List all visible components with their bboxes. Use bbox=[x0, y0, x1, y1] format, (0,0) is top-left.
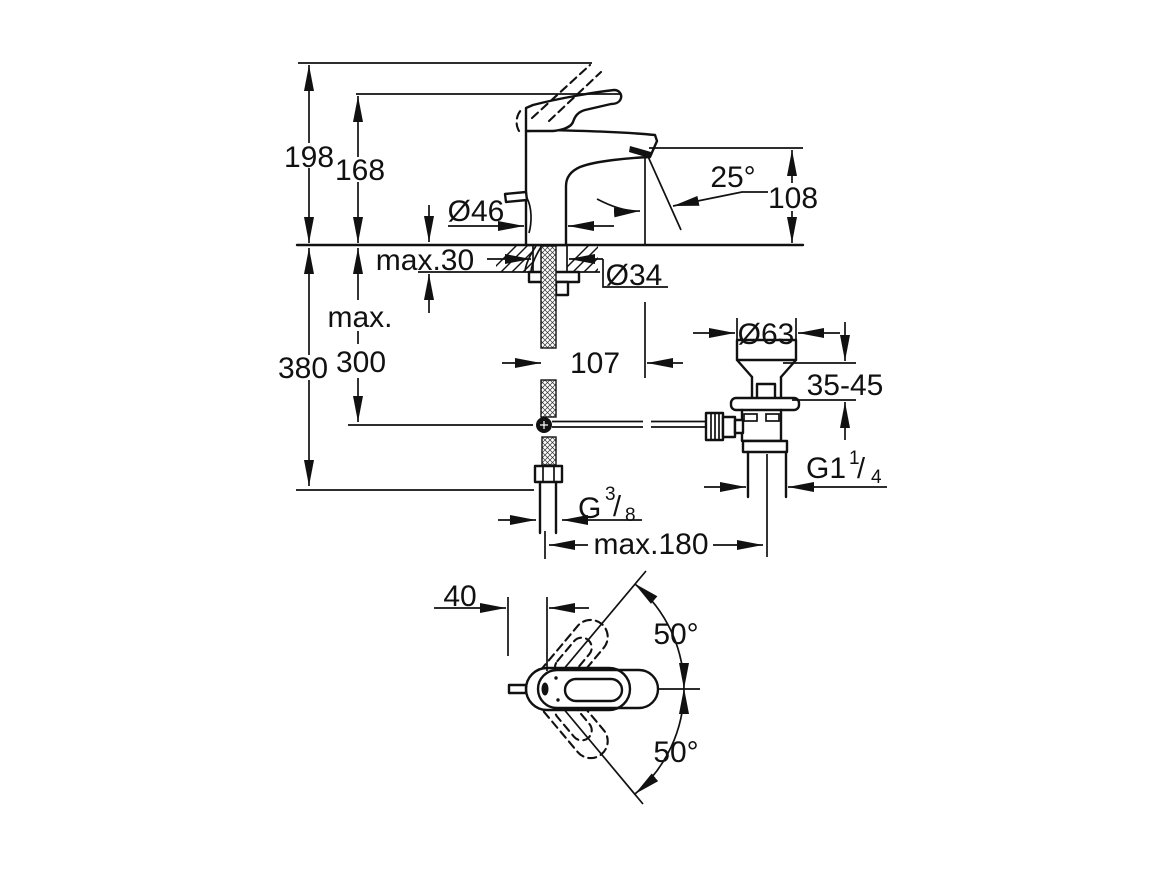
angle-25-label: 25° bbox=[710, 161, 755, 194]
dimension-max-180: max.180 bbox=[544, 528, 763, 561]
g114-slash: / bbox=[857, 453, 866, 485]
dimension-40: 40 bbox=[434, 580, 589, 671]
dimension-g1-quarter: G1 1 / 4 bbox=[704, 448, 887, 492]
pull-rod-knob-plan bbox=[507, 683, 528, 695]
dimension-25-degrees: 25° bbox=[672, 161, 768, 207]
max-word-label: max. bbox=[327, 301, 392, 334]
stream-reference bbox=[596, 151, 682, 244]
dimension-max-30: max.30 bbox=[376, 205, 474, 313]
dim-198-label: 198 bbox=[284, 141, 334, 174]
dimension-max-300: max. 300 bbox=[327, 248, 533, 426]
dimension-dia-63: Ø63 bbox=[693, 318, 840, 351]
plan-view: 40 50° 50° bbox=[434, 570, 700, 805]
dimension-380: 380 bbox=[278, 248, 534, 491]
waste-collar bbox=[741, 439, 789, 454]
dim-300-label: 300 bbox=[336, 346, 386, 379]
g114-sub-label: 4 bbox=[871, 467, 882, 488]
dimension-198: 198 bbox=[284, 65, 334, 243]
dimension-dia-46: Ø46 bbox=[448, 195, 614, 231]
handle-raised-dashed bbox=[515, 63, 603, 133]
max-30-label: max.30 bbox=[376, 244, 474, 277]
g38-slash: / bbox=[613, 491, 622, 523]
waste-funnel bbox=[735, 338, 798, 362]
g114-sup-label: 1 bbox=[849, 448, 860, 469]
mounting-stud bbox=[554, 280, 570, 297]
faucet-side-body bbox=[503, 63, 682, 247]
g38-main-label: G bbox=[578, 492, 601, 525]
g38-sup-label: 3 bbox=[605, 484, 616, 505]
pop-up-waste-assembly bbox=[704, 338, 801, 557]
dim-108-label: 108 bbox=[768, 182, 818, 215]
supply-connector bbox=[533, 464, 564, 535]
dim-107-label: 107 bbox=[570, 347, 620, 380]
pop-up-rod bbox=[536, 417, 707, 433]
dia-63-label: Ø63 bbox=[738, 318, 795, 351]
flexible-hose bbox=[540, 245, 557, 466]
faucet-lever-handle bbox=[524, 88, 623, 133]
plan-faucet-body bbox=[507, 666, 660, 712]
rod-clamp-nut bbox=[704, 411, 745, 442]
dimension-107: 107 bbox=[502, 302, 683, 380]
angle-50-upper-label: 50° bbox=[653, 618, 698, 651]
dim-40-label: 40 bbox=[443, 580, 476, 613]
pull-rod-knob bbox=[503, 190, 532, 234]
dimension-50-degrees: 50° 50° bbox=[634, 583, 700, 795]
g114-main-label: G1 bbox=[806, 452, 846, 485]
lever-pivot-dot bbox=[541, 682, 549, 696]
range-35-45-label: 35-45 bbox=[807, 369, 884, 402]
faucet-body-and-spout bbox=[524, 128, 659, 247]
dia-46-label: Ø46 bbox=[448, 195, 505, 228]
dimension-g-three-eighths: G 3 / 8 bbox=[498, 484, 642, 526]
waste-flange bbox=[729, 396, 801, 412]
g38-sub-label: 8 bbox=[625, 505, 636, 526]
dia-34-label: Ø34 bbox=[606, 259, 663, 292]
flow-arc-arrow bbox=[596, 198, 641, 218]
under-deck-plumbing bbox=[524, 245, 707, 535]
dim-380-label: 380 bbox=[278, 352, 328, 385]
dimension-dia-34: Ø34 bbox=[487, 254, 668, 292]
dimension-35-45: 35-45 bbox=[783, 322, 883, 440]
dimension-168: 168 bbox=[335, 96, 385, 243]
dimensions: 198 168 108 25° Ø46 max.30 bbox=[278, 62, 887, 561]
angle-50-lower-label: 50° bbox=[653, 736, 698, 769]
dimension-108: 108 bbox=[768, 150, 818, 243]
dim-168-label: 168 bbox=[335, 154, 385, 187]
max-180-label: max.180 bbox=[593, 528, 708, 561]
